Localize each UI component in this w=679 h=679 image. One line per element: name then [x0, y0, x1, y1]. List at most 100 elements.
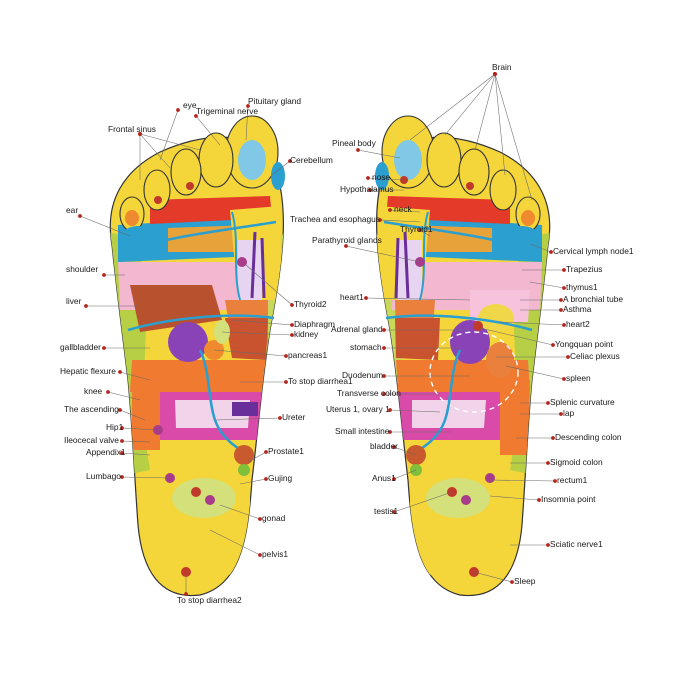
right-label-group: Brain [409, 62, 533, 201]
left-label-group: Hip1 [106, 422, 159, 432]
left-label: pancreas1 [288, 350, 327, 360]
right-leader-dot [559, 308, 563, 312]
left-leader-dot [102, 273, 106, 277]
right-foot-heel-zone [410, 458, 510, 579]
right-heart-zone [478, 304, 514, 332]
left-leader-line [139, 133, 171, 169]
left-toe-4 [143, 169, 171, 211]
left-label-group: Ureter [215, 412, 305, 422]
right-leader-line [345, 245, 421, 263]
right-leader-line [367, 177, 405, 181]
left-label: liver [66, 296, 82, 306]
left-label: To stop diarrhea1 [288, 376, 353, 386]
right-label: Uterus 1, ovary 1 [326, 404, 390, 414]
right-leader-line [529, 281, 565, 289]
left-leader-dot [246, 104, 250, 108]
right-label-group: stomach [350, 342, 460, 352]
left-label-group: eye [159, 100, 197, 161]
left-label: Thyroid2 [294, 299, 327, 309]
left-stomach-zone [168, 322, 208, 362]
right-label-group: heart2 [499, 319, 590, 329]
right-leader-line [365, 297, 471, 301]
right-label: Anus1 [372, 473, 396, 483]
left-foot-liver-zone [130, 285, 222, 332]
left-leader-line [231, 319, 293, 326]
right-label-group: bladder [370, 441, 417, 456]
right-leader-dot [562, 286, 566, 290]
right-label: Descending colon [555, 432, 622, 442]
left-leader-line [139, 133, 201, 151]
left-leader-dot [284, 354, 288, 358]
right-toe-4 [489, 169, 517, 211]
right-label-group: Trachea and esophagus [290, 214, 421, 224]
right-toe-3 [458, 148, 490, 196]
left-label: gallbladder [60, 342, 101, 352]
right-leader-line [393, 491, 453, 513]
right-leader-dot [559, 298, 563, 302]
left-label: To stop diarrhea2 [177, 595, 242, 605]
right-cervical-line [383, 220, 533, 252]
right-leader-line [357, 149, 401, 159]
left-purple-nerve [250, 231, 266, 299]
left-label: kidney [294, 329, 319, 339]
right-leader-dot [549, 250, 553, 254]
right-leader-line [505, 365, 565, 380]
right-label-group: Asthma [520, 304, 592, 314]
right-spleen-zone [486, 342, 514, 378]
left-point-heel [181, 567, 191, 577]
right-foot-testis-zone [426, 478, 490, 518]
left-leader-line [121, 440, 151, 443]
left-point-toe-3 [186, 182, 194, 190]
right-label: Insomnia point [541, 494, 596, 504]
right-label: Sleep [514, 576, 536, 586]
right-label: rectum1 [557, 475, 588, 485]
left-leader-dot [120, 426, 124, 430]
right-label-group: Small intestine [335, 426, 450, 436]
right-label-group: Splenic curvature [520, 397, 615, 407]
left-leader-dot [118, 370, 122, 374]
right-label-group: heart1 [340, 292, 471, 302]
left-label: Ureter [282, 412, 305, 422]
left-leader-line [215, 417, 281, 421]
right-leader-line [489, 479, 556, 482]
left-leader-line [121, 427, 159, 431]
right-label-group: A bronchial tube [520, 294, 623, 304]
right-label-group: Thyroid1 [400, 224, 433, 237]
right-leader-dot [378, 218, 382, 222]
left-label-group: Hepatic flexure [60, 366, 151, 381]
left-point-gonad-1 [191, 487, 201, 497]
left-label-group: shoulder [66, 264, 125, 277]
left-toe-3 [170, 148, 202, 196]
right-label-group: Insomnia point [489, 494, 596, 504]
left-leader-line [107, 391, 141, 401]
right-leader-dot [392, 510, 396, 514]
left-leader-dot [176, 108, 180, 112]
left-label: Prostate1 [268, 446, 304, 456]
left-leader-dot [264, 477, 268, 481]
right-purple-nerve [394, 231, 410, 299]
left-leader-line [119, 371, 151, 381]
right-foot-diaphragm-zone [395, 318, 440, 360]
left-leader-dot [278, 416, 282, 420]
right-label: Duodenum [342, 370, 383, 380]
right-leader-dot [553, 479, 557, 483]
left-foot-ascending-colon-zone [132, 392, 160, 450]
right-leader-dot [388, 408, 392, 412]
left-label: Trigeminal nerve [196, 106, 258, 116]
right-label: lap [563, 408, 575, 418]
left-label: Appendix1 [86, 447, 126, 457]
left-label: Lumbago [86, 471, 121, 481]
left-foot-gonad-zone [172, 478, 236, 518]
right-leader-line [499, 321, 565, 326]
left-toe-5-sinus [125, 210, 139, 226]
left-label-group: ear [66, 205, 131, 237]
right-label: Celiac plexus [570, 351, 620, 361]
left-leader-line [121, 452, 151, 456]
right-label: A bronchial tube [563, 294, 623, 304]
left-label-group: gonad [219, 504, 286, 523]
right-leader-line [494, 73, 506, 176]
right-leader-dot [392, 477, 396, 481]
left-leader-line [247, 451, 267, 463]
left-leader-dot [288, 159, 292, 163]
